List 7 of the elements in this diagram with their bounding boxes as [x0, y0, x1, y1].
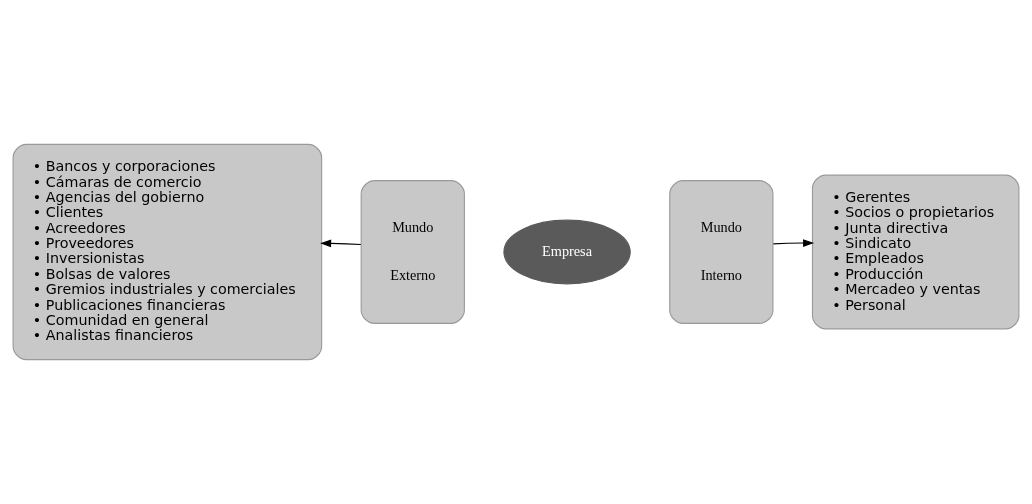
- arrow: [772, 239, 815, 247]
- node-ellipse: Empresa: [503, 219, 631, 285]
- node-box: Mundo Externo: [360, 180, 465, 324]
- node-box: Mundo Interno: [669, 180, 774, 324]
- arrow: [320, 239, 362, 248]
- node-box: • Bancos y corporaciones • Cámaras de comercio • Agencias del gobierno • Clientes • Acreedores • Proveedores • Inversionistas • Bolsas de valores • Gremios industriales y comerciales • Publicaciones financieras • Comunidad en general • Analistas financieros: [12, 143, 323, 361]
- node-box: • Gerentes • Socios o propietarios • Junta directiva • Sindicato • Empleados • Producción • Mercadeo y ventas • Personal: [811, 174, 1020, 330]
